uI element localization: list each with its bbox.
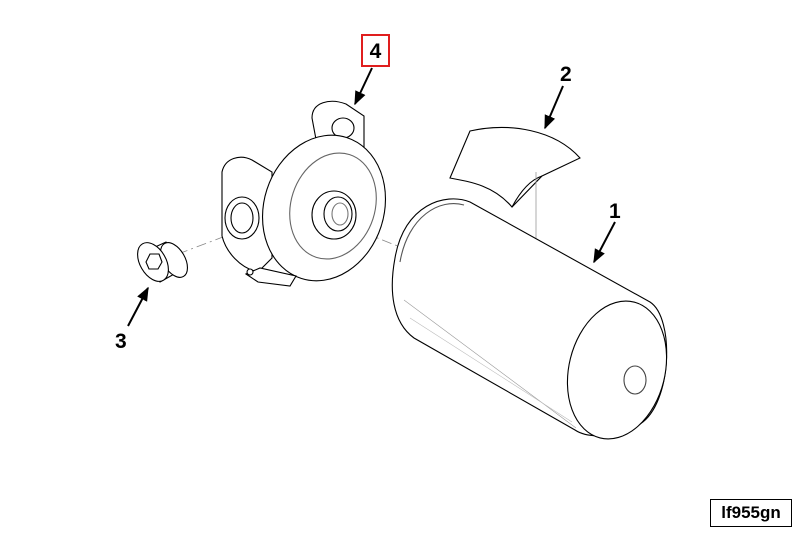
leader-arrow-1	[593, 221, 616, 264]
leader-arrow-4	[354, 67, 373, 106]
callout-1: 1	[609, 200, 621, 223]
leader-arrow-2	[544, 85, 564, 130]
figure-reference-code: lf955gn	[710, 499, 792, 527]
callout-3: 3	[115, 330, 127, 353]
leader-arrow-3	[127, 286, 149, 327]
callout-4-highlighted[interactable]: 4	[361, 34, 390, 67]
part-3-plug	[137, 241, 189, 283]
callout-2: 2	[560, 63, 572, 86]
part-1-filter-canister	[391, 198, 668, 440]
leader-arrows	[127, 67, 616, 327]
part-4-filter-head	[221, 100, 387, 287]
